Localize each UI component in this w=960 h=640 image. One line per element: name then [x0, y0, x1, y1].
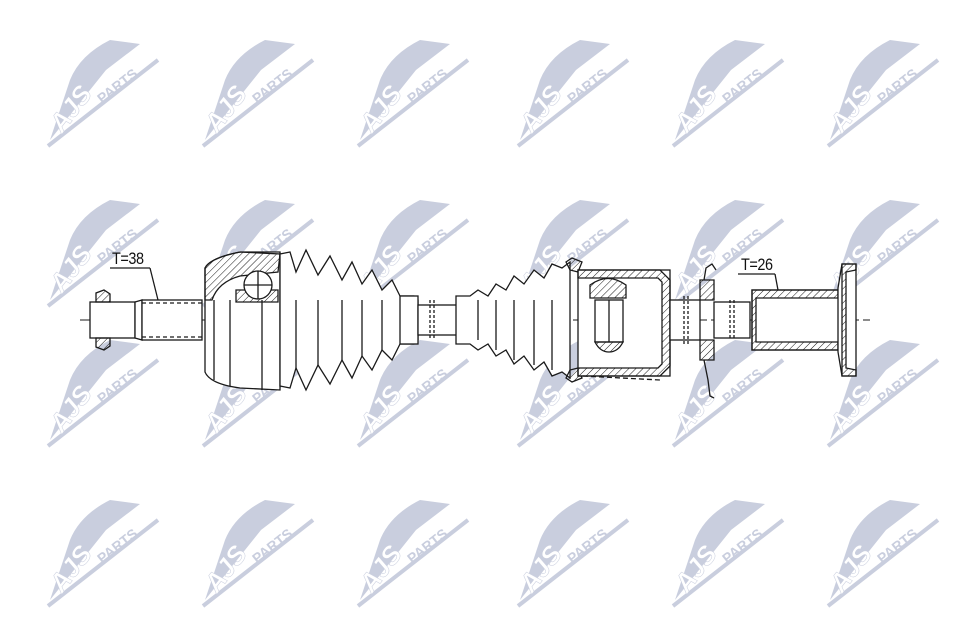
- right-shaft-and-seal: [669, 263, 751, 399]
- mid-shaft: [417, 300, 459, 340]
- leader-t38: [149, 267, 159, 301]
- right-spline-flange: [751, 263, 857, 377]
- dimension-label-left-spline: T=38: [112, 249, 144, 268]
- outer-boot: [279, 248, 419, 392]
- dimension-label-right-spline: T=26: [741, 255, 773, 274]
- leader-t26: [774, 273, 779, 291]
- inner-boot: [455, 257, 583, 383]
- left-stub-shaft: [89, 289, 203, 351]
- inner-tripod-joint: [577, 269, 671, 381]
- outer-cv-joint: [204, 251, 281, 391]
